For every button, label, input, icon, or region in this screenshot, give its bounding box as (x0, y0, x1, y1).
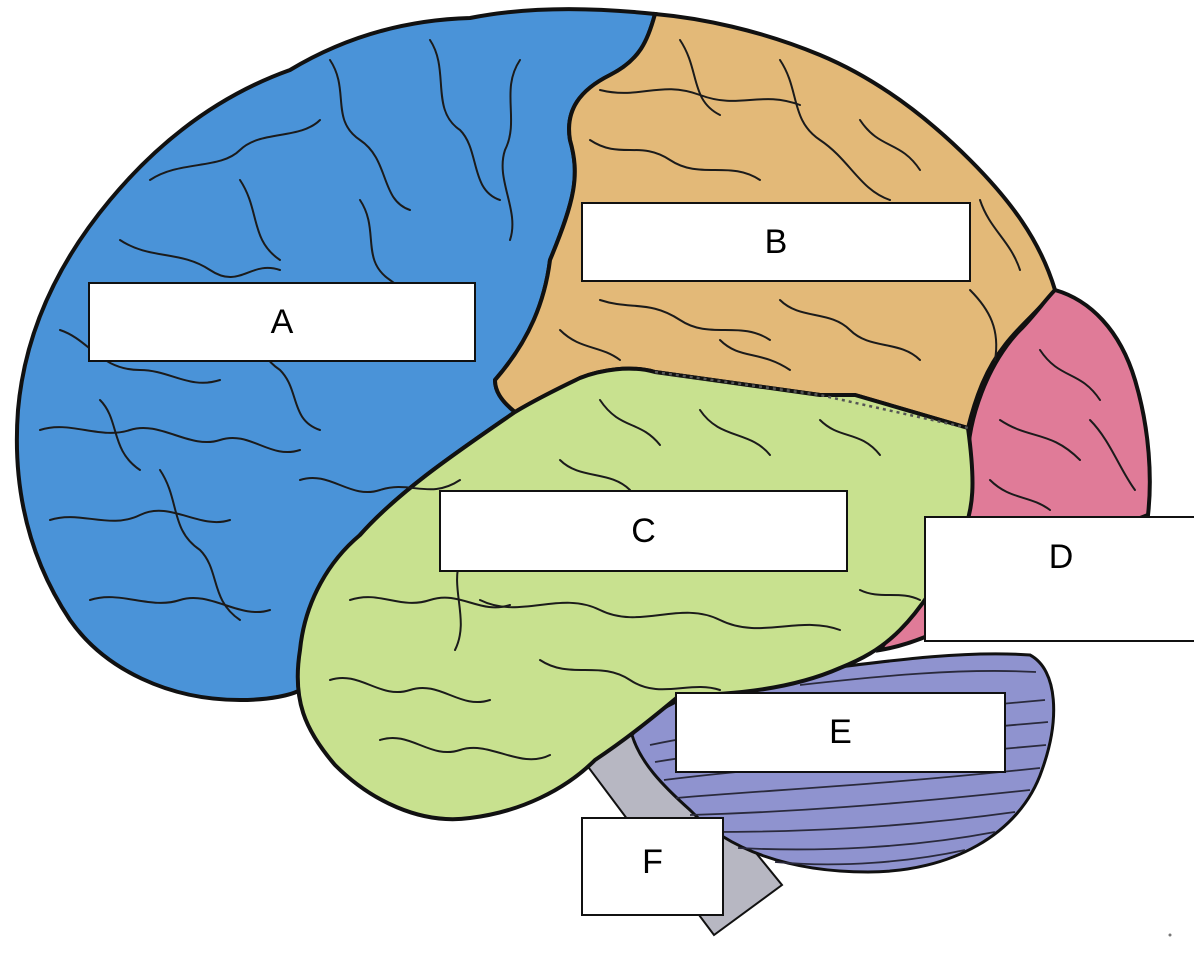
label-e-text: E (829, 713, 852, 751)
label-box-a[interactable]: A (88, 282, 476, 362)
parietal-gyri (559, 39, 1021, 371)
stray-dot (1168, 933, 1172, 937)
label-f-text: F (642, 843, 663, 881)
temporal-gyri (329, 399, 921, 761)
label-c-text: C (631, 512, 656, 550)
label-box-e[interactable]: E (675, 692, 1006, 773)
label-d-text: D (1048, 538, 1074, 576)
lobe-boundary-dotted (654, 370, 969, 430)
label-b-text: B (764, 223, 788, 261)
label-box-f[interactable]: F (581, 817, 724, 916)
label-box-c[interactable]: C (439, 490, 848, 572)
label-a-text: A (270, 303, 294, 341)
label-box-b[interactable]: B (581, 202, 971, 282)
occipital-gyri (989, 349, 1136, 511)
region-c-shape (295, 366, 975, 822)
label-box-d[interactable]: D (924, 516, 1194, 642)
